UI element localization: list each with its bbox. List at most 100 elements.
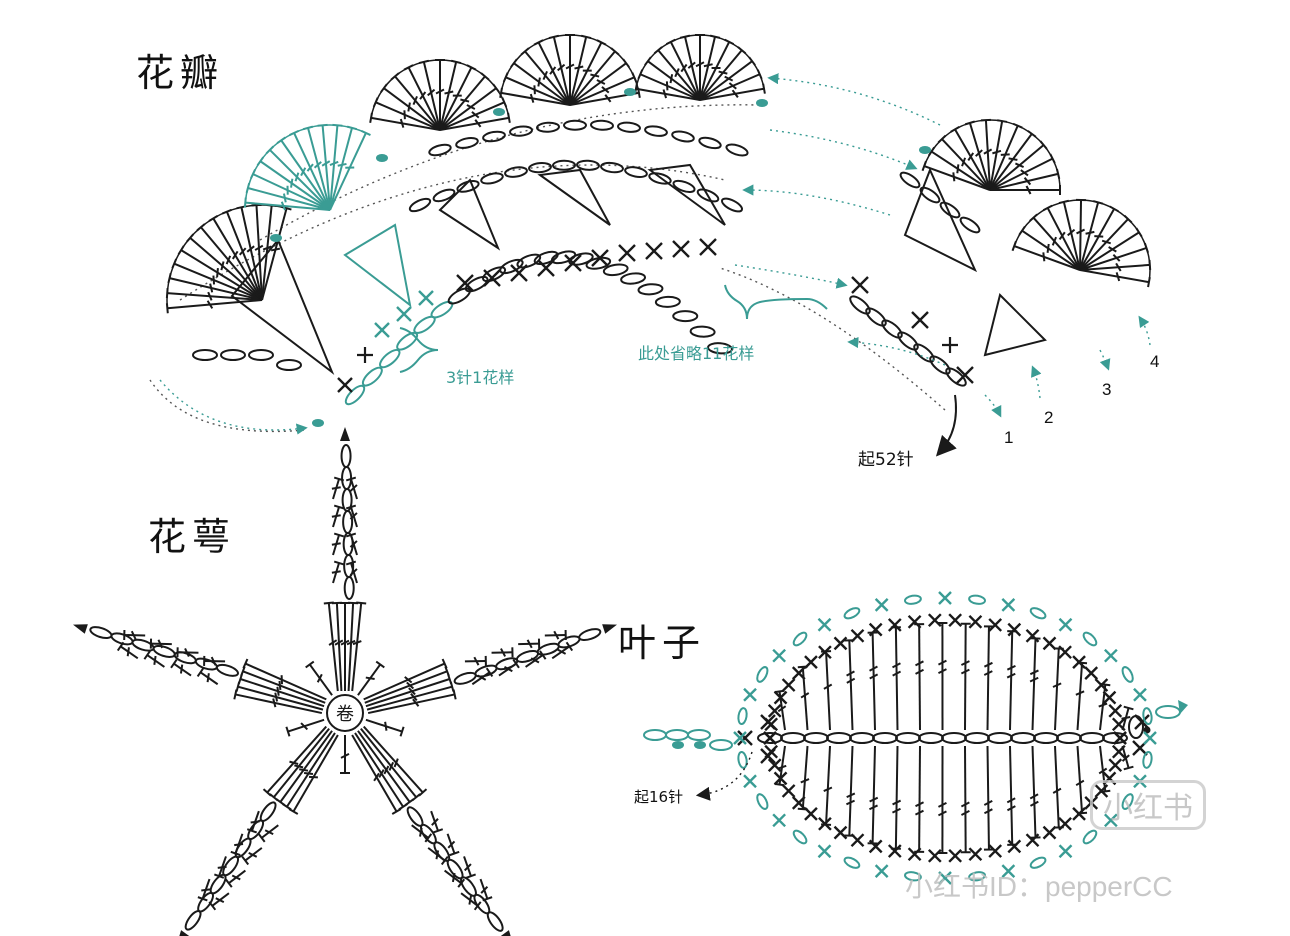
dc-stitch: [365, 678, 450, 708]
dc-tick: [238, 247, 247, 256]
dc-tick: [662, 89, 668, 99]
shell-edge: [166, 204, 287, 309]
dc-tick: [869, 665, 878, 672]
dc-top-bar: [457, 878, 466, 888]
sc-stitch: [804, 655, 818, 669]
dc-stitch: [684, 36, 701, 101]
dc-top-bar: [257, 833, 266, 843]
dc-stitch: [989, 120, 1004, 191]
row-number-1: 1: [1004, 428, 1014, 447]
dc-tick: [669, 74, 674, 84]
dc-tick: [956, 164, 960, 174]
dc-stitch: [242, 670, 326, 704]
dc-stitch: [871, 632, 876, 731]
chain-stitch: [184, 910, 202, 931]
dc-top-bar: [345, 504, 357, 510]
dc-stitch: [351, 602, 363, 692]
arm-tip: [340, 427, 350, 441]
cluster-triangle: [647, 163, 726, 226]
arm-tip: [179, 930, 190, 936]
dc-tick: [126, 647, 130, 657]
dc-top-bar: [345, 532, 357, 538]
dc-stitch: [699, 49, 743, 101]
dc-tick: [915, 660, 924, 667]
sc-stitch: [818, 816, 832, 831]
sc-stitch: [850, 833, 865, 848]
sc-stitch: [1072, 807, 1086, 821]
arrow-row3: [767, 73, 941, 126]
chain-stitch: [379, 348, 401, 369]
dc-tick: [282, 193, 287, 203]
dc-stitch: [245, 201, 331, 211]
sc-stitch: [927, 848, 942, 863]
dc-stitch: [825, 651, 831, 731]
dc-stitch: [173, 262, 263, 301]
dc-tick: [404, 676, 413, 684]
chain-stitch: [918, 732, 944, 744]
dc-tick: [1121, 716, 1131, 720]
chain-stitch: [913, 343, 935, 363]
sc-stitch: [1058, 645, 1072, 660]
dc-tick: [308, 775, 318, 779]
sc-stitch: [764, 744, 779, 759]
sc-stitch: [1042, 825, 1057, 840]
chain-stitch: [504, 166, 528, 178]
dc-tick: [460, 98, 470, 103]
dc-stitch: [1062, 201, 1081, 271]
chain-stitch: [671, 130, 695, 143]
dc-tick: [206, 300, 214, 309]
row-number-3: 3: [1102, 380, 1112, 399]
dc-stitch: [1076, 745, 1084, 814]
shell-edge: [923, 119, 1061, 191]
dc-tick: [960, 810, 970, 816]
dc-stitch: [1013, 245, 1081, 271]
sc-stitch: [699, 238, 717, 256]
dc-tick: [217, 865, 227, 869]
dc-stitch: [1076, 662, 1084, 731]
dc-tick: [410, 693, 418, 702]
sc-stitch: [791, 666, 806, 681]
chain-stitch: [665, 729, 689, 741]
dc-tick: [823, 683, 833, 690]
dc-tick: [403, 110, 406, 120]
dc-stitch: [357, 730, 411, 803]
dc-stitch: [1079, 199, 1083, 271]
chain-stitch: [872, 732, 898, 744]
dc-tick: [349, 484, 358, 492]
dc-tick: [435, 850, 440, 860]
shell-edge: [500, 34, 640, 93]
dc-stitch: [1079, 218, 1129, 271]
chain-stitch: [563, 119, 587, 131]
dc-tick: [983, 670, 993, 676]
dc-stitch: [321, 125, 331, 211]
dc-tick: [869, 673, 879, 680]
dc-stitch: [657, 49, 701, 101]
chain-stitch: [737, 750, 748, 769]
chain-stitch: [509, 125, 533, 137]
dc-tick: [526, 639, 533, 649]
dc-tick: [1115, 272, 1121, 282]
dc-tick: [728, 82, 737, 90]
petal-chain-rows: [192, 88, 1047, 427]
dc-tick: [604, 94, 612, 103]
dc-stitch: [363, 725, 424, 794]
dc-tick: [1006, 672, 1016, 679]
dc-tick: [1052, 682, 1062, 688]
dc-tick: [961, 157, 967, 167]
dc-tick: [557, 63, 566, 72]
dc-top-bar: [449, 850, 460, 857]
dc-tick: [210, 656, 217, 666]
sc-stitch: [818, 645, 832, 660]
dc-stitch: [989, 144, 1045, 191]
sc-stitch: [672, 240, 690, 258]
dc-stitch: [524, 50, 571, 106]
dc-tick: [975, 149, 983, 157]
chain-stitch: [536, 121, 560, 133]
dc-tick: [313, 161, 322, 169]
dc-tick: [451, 872, 456, 883]
sc-stitch: [874, 864, 889, 878]
dc-tick: [1006, 805, 1016, 812]
sc-stitch: [1143, 731, 1157, 745]
dc-tick: [289, 760, 299, 765]
start-marker: [624, 88, 636, 96]
